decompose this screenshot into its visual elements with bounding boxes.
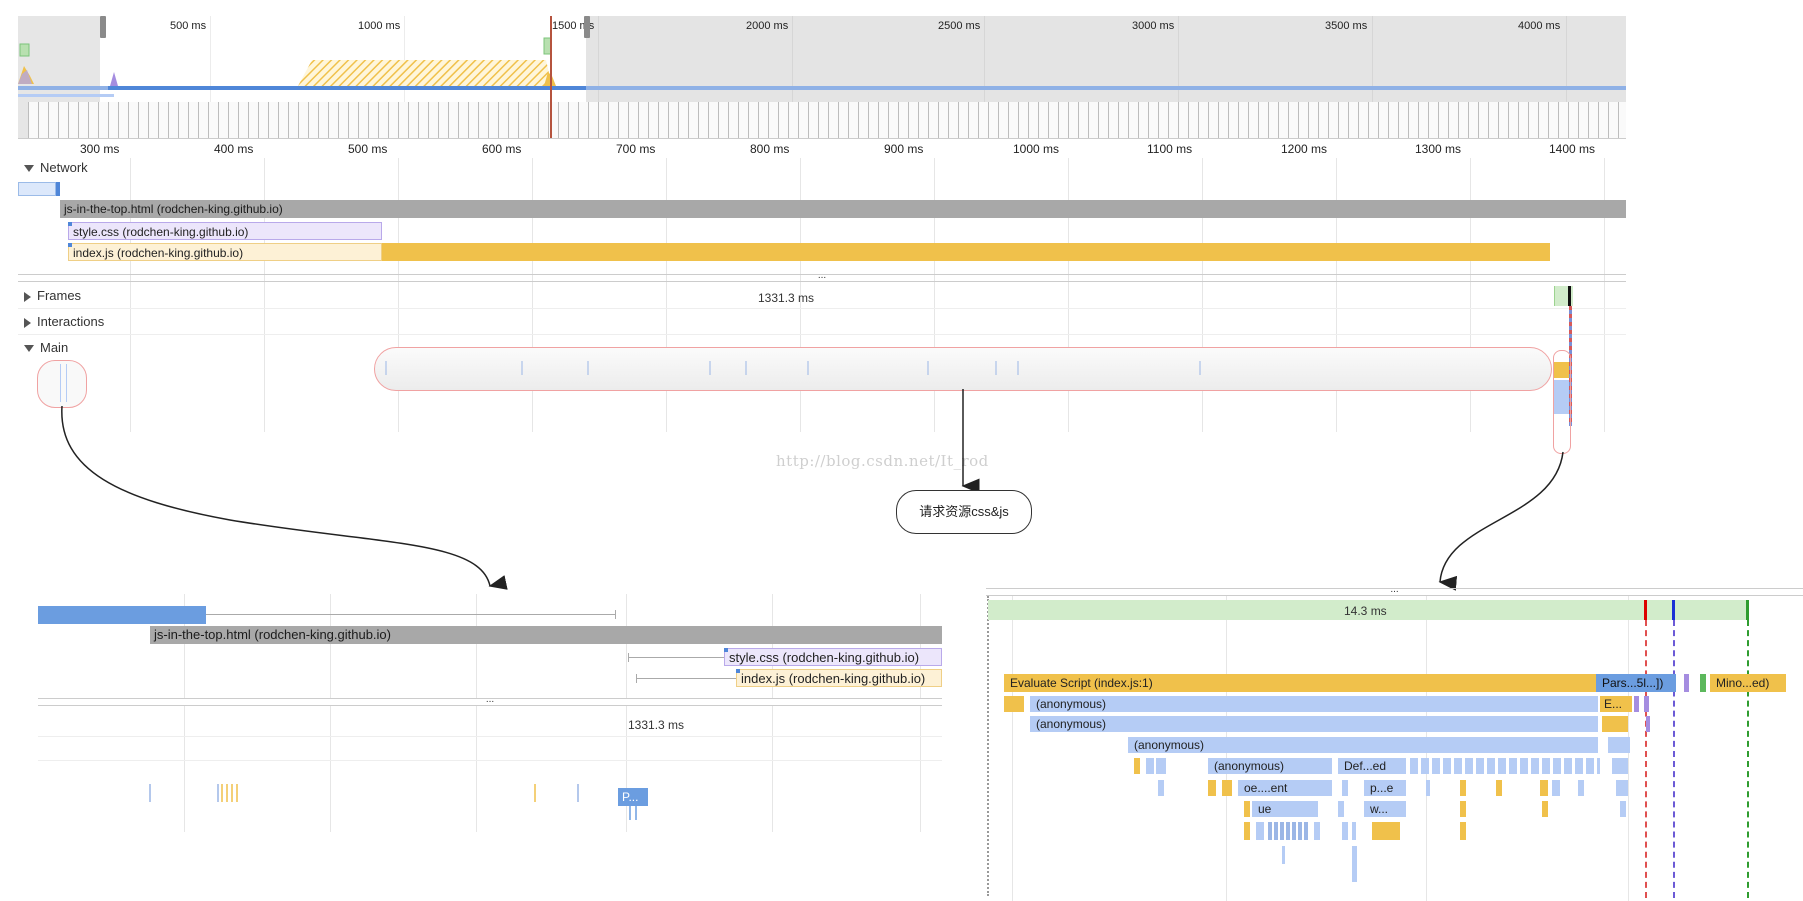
- expand-arrow-icon: [24, 165, 34, 173]
- minor-gc-entry[interactable]: Mino...ed): [1710, 674, 1786, 692]
- overview-frames-strip: [28, 102, 1626, 138]
- network-request-js[interactable]: index.js (rodchen-king.github.io): [68, 243, 382, 261]
- timeline-tick: 1400 ms: [1549, 142, 1596, 156]
- overview-tick: 500 ms: [170, 20, 207, 32]
- overview-tick: 4000 ms: [1518, 20, 1561, 32]
- overview-cursor-line: [550, 16, 552, 138]
- network-request-js-bar: [68, 243, 1550, 261]
- main-track-header[interactable]: Main: [24, 340, 68, 355]
- network-resize-splitter[interactable]: ...: [18, 271, 1626, 282]
- watermark: http://blog.csdn.net/It_rod: [776, 452, 989, 470]
- frames-track-header[interactable]: Frames: [24, 288, 81, 303]
- call-entry[interactable]: oe....ent: [1238, 780, 1332, 796]
- overview-tick: 2000 ms: [746, 20, 789, 32]
- zoom-right-frame[interactable]: [988, 600, 1748, 620]
- network-request-html[interactable]: js-in-the-top.html (rodchen-king.github.…: [60, 200, 1626, 218]
- network-request-initial: [18, 182, 56, 196]
- zoom-left-panel: js-in-the-top.html (rodchen-king.github.…: [38, 594, 942, 832]
- timeline-tick: 1000 ms: [1013, 142, 1060, 156]
- callout-request-resources: 请求资源css&js: [896, 490, 1032, 534]
- main-highlight-left: [37, 360, 87, 408]
- collapse-arrow-icon: [24, 291, 31, 302]
- interactions-track-header[interactable]: Interactions: [24, 314, 104, 329]
- zoom-left-initial-request: [38, 606, 206, 624]
- overview-tick: 3500 ms: [1325, 20, 1368, 32]
- zoom-left-task[interactable]: P...: [618, 788, 648, 806]
- call-entry[interactable]: p...e: [1364, 780, 1406, 796]
- zoom-left-splitter[interactable]: ...: [38, 695, 942, 706]
- network-track-header[interactable]: Network: [24, 160, 88, 175]
- collapse-arrow-icon: [24, 317, 31, 328]
- timeline-tick: 600 ms: [482, 142, 522, 156]
- overview-tick: 2500 ms: [938, 20, 981, 32]
- zoom-left-js-request[interactable]: index.js (rodchen-king.github.io): [736, 669, 942, 687]
- timeline-tick: 300 ms: [80, 142, 120, 156]
- overview-panel[interactable]: 500 ms 1000 ms 1500 ms 2000 ms 2500 ms 3…: [18, 16, 1626, 139]
- call-entry[interactable]: w...: [1364, 801, 1406, 817]
- overview-selection-handle-left[interactable]: [100, 16, 106, 38]
- main-idle-task-marks: [385, 361, 1201, 375]
- call-entry[interactable]: ue: [1252, 801, 1318, 817]
- anonymous-call[interactable]: (anonymous): [1128, 737, 1598, 753]
- timeline-tick: 1300 ms: [1415, 142, 1462, 156]
- evaluate-script-entry[interactable]: Evaluate Script (index.js:1): [1004, 674, 1616, 692]
- zoom-left-html-request[interactable]: js-in-the-top.html (rodchen-king.github.…: [150, 626, 942, 644]
- zoom-right-splitter[interactable]: ...: [986, 588, 1803, 596]
- overview-tick: 1500 ms: [552, 20, 595, 32]
- expand-arrow-icon: [24, 345, 34, 353]
- zoom-left-frame-duration: 1331.3 ms: [628, 718, 685, 732]
- overview-cpu-chart: [18, 37, 1626, 97]
- network-request-css[interactable]: style.css (rodchen-king.github.io): [68, 222, 382, 240]
- zoom-left-css-request[interactable]: style.css (rodchen-king.github.io): [724, 648, 942, 666]
- zoom-left-task-marks: [149, 784, 637, 820]
- parse-html-entry[interactable]: Pars...5l...]): [1596, 674, 1676, 692]
- main-highlight-right: [1553, 350, 1571, 454]
- timeline-tick: 1100 ms: [1147, 142, 1193, 156]
- define-entry[interactable]: Def...ed: [1338, 758, 1406, 774]
- anonymous-call[interactable]: (anonymous): [1030, 696, 1598, 712]
- timeline-tick: 900 ms: [884, 142, 924, 156]
- overview-tick: 1000 ms: [358, 20, 401, 32]
- timeline-tick: 500 ms: [348, 142, 388, 156]
- eval-short-entry[interactable]: E...: [1600, 696, 1632, 712]
- overview-selection-handle-right[interactable]: [584, 16, 590, 38]
- anonymous-call[interactable]: (anonymous): [1030, 716, 1598, 732]
- zoom-right-frame-duration: 14.3 ms: [1344, 604, 1387, 618]
- timeline-tick: 800 ms: [750, 142, 790, 156]
- timeline-tick: 1200 ms: [1281, 142, 1328, 156]
- timeline-tick: 400 ms: [214, 142, 254, 156]
- overview-tick: 3000 ms: [1132, 20, 1175, 32]
- frame-duration: 1331.3 ms: [758, 291, 815, 305]
- timeline-panel: 300 ms 400 ms 500 ms 600 ms 700 ms 800 m…: [18, 140, 1626, 432]
- zoom-right-panel: ... 14.3 ms Evaluate Script (index.js:1)…: [986, 588, 1803, 901]
- main-highlight-middle: [374, 347, 1552, 391]
- timeline-tick: 700 ms: [616, 142, 656, 156]
- anonymous-call[interactable]: (anonymous): [1208, 758, 1332, 774]
